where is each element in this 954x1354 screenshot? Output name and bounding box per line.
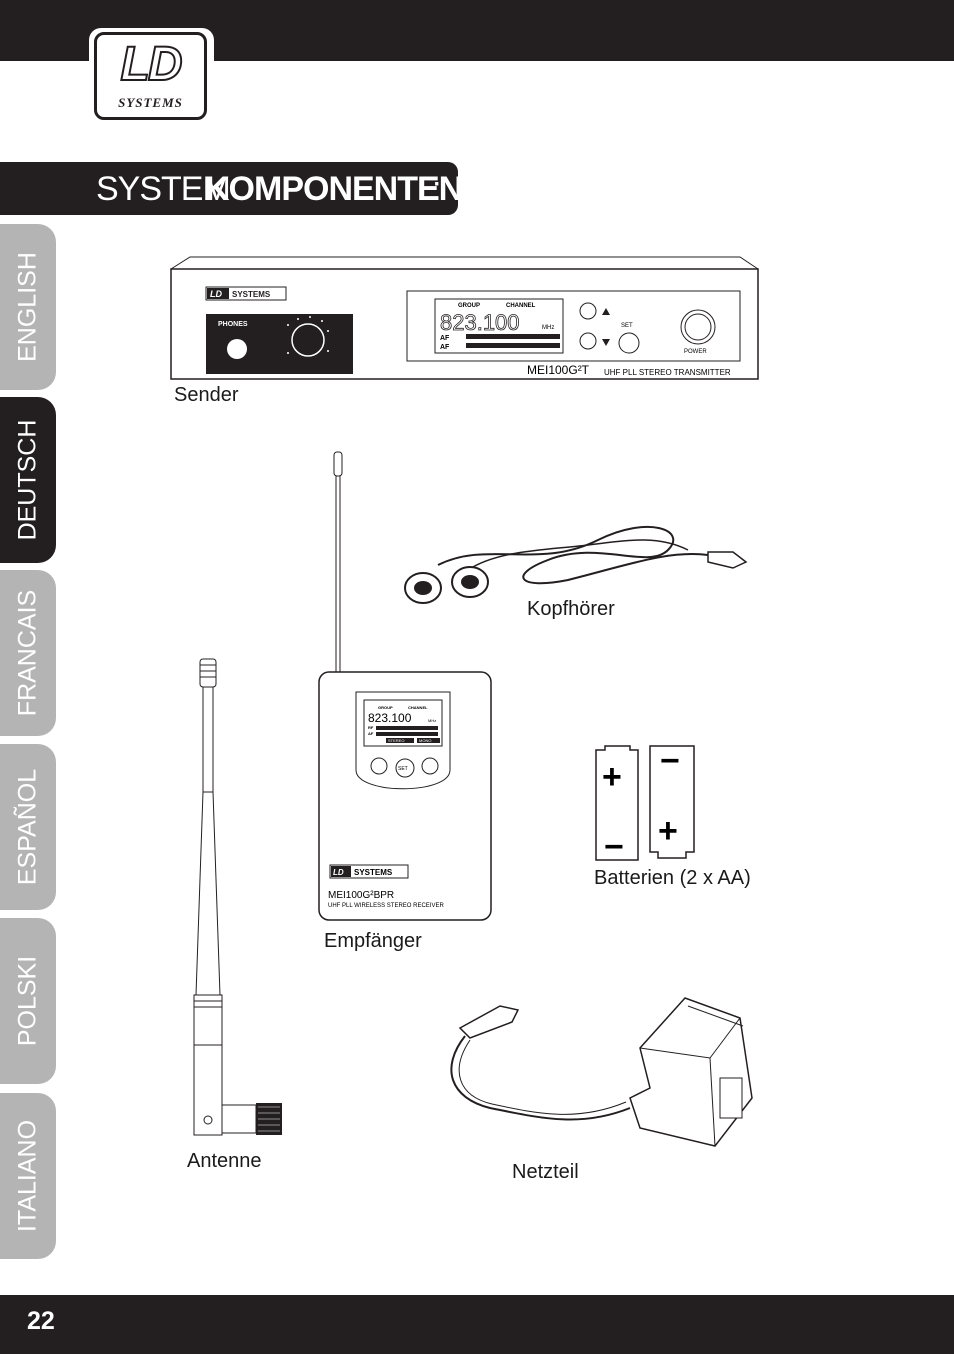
caption-kopfhoerer: Kopfhörer bbox=[527, 598, 615, 620]
rx-stereo-label: STEREO bbox=[388, 738, 404, 743]
batteries-illustration: + − − + bbox=[595, 742, 695, 864]
tab-label: POLSKI bbox=[13, 955, 42, 1047]
footer-bar: 22 bbox=[0, 1295, 954, 1354]
tab-deutsch[interactable]: DEUTSCH bbox=[0, 397, 56, 563]
caption-netzteil: Netzteil bbox=[512, 1161, 579, 1183]
caption-sender: Sender bbox=[174, 384, 239, 406]
heading-light: SYSTEM bbox=[96, 170, 231, 208]
tx-channel-label: CHANNEL bbox=[506, 303, 536, 309]
page-number: 22 bbox=[27, 1307, 55, 1335]
rx-af-label: AF bbox=[368, 731, 374, 736]
ld-systems-logo: LD SYSTEMS bbox=[89, 28, 214, 126]
rx-set-label: SET bbox=[398, 766, 408, 772]
headphones-illustration bbox=[404, 526, 748, 604]
tab-label: ITALIANO bbox=[13, 1119, 42, 1233]
tx-af-label-2: AF bbox=[440, 344, 450, 351]
heading-colon: : bbox=[432, 170, 442, 208]
tab-label: ESPAÑOL bbox=[13, 768, 42, 886]
battery-plus-1: + bbox=[602, 758, 622, 796]
logo-ld-text: LD bbox=[120, 38, 184, 92]
tab-espanol[interactable]: ESPAÑOL bbox=[0, 744, 56, 910]
tx-model-desc: UHF PLL STEREO TRANSMITTER bbox=[604, 368, 731, 377]
tx-group-label: GROUP bbox=[458, 303, 480, 309]
svg-text:LD: LD bbox=[333, 868, 344, 877]
caption-antenne: Antenne bbox=[187, 1150, 262, 1172]
rx-group-label: GROUP bbox=[378, 705, 393, 710]
tx-unit: MHz bbox=[542, 325, 554, 331]
tab-label: FRANCAIS bbox=[13, 589, 42, 717]
tx-frequency: 823.100 bbox=[440, 310, 520, 335]
tab-francais[interactable]: FRANCAIS bbox=[0, 570, 56, 736]
caption-empfaenger: Empfänger bbox=[324, 930, 422, 952]
transmitter-illustration: LD SYSTEMS PHONES GROUP CHANNEL 823.100 … bbox=[170, 256, 759, 380]
rx-channel-label: CHANNEL bbox=[408, 705, 428, 710]
power-supply-illustration bbox=[450, 997, 753, 1147]
rx-frequency: 823.100 bbox=[368, 711, 412, 725]
tx-power-label: POWER bbox=[684, 349, 707, 355]
antenna-illustration bbox=[193, 658, 282, 1136]
tab-label: ENGLISH bbox=[13, 252, 42, 362]
svg-text:SYSTEMS: SYSTEMS bbox=[354, 868, 393, 877]
tab-italiano[interactable]: ITALIANO bbox=[0, 1093, 56, 1259]
rx-mono-label: MONO bbox=[419, 738, 431, 743]
phones-label: PHONES bbox=[218, 321, 248, 328]
heading-bold: KOMPONENTEN bbox=[205, 170, 463, 208]
tab-english[interactable]: ENGLISH bbox=[0, 224, 56, 390]
battery-plus-2: + bbox=[658, 812, 678, 850]
logo-systems-text: SYSTEMS bbox=[118, 95, 183, 110]
receiver-illustration: GROUP CHANNEL 823.100 MHz RF AF STEREO M… bbox=[318, 451, 492, 921]
rx-model: MEI100G²BPR bbox=[328, 890, 394, 901]
tab-label: DEUTSCH bbox=[13, 419, 42, 541]
rx-unit: MHz bbox=[428, 718, 436, 723]
tab-polski[interactable]: POLSKI bbox=[0, 918, 56, 1084]
section-heading: SYSTEM KOMPONENTEN : bbox=[0, 162, 463, 215]
battery-minus-1: − bbox=[604, 828, 624, 864]
tx-model: MEI100G²T bbox=[527, 363, 590, 377]
tx-af-label: AF bbox=[440, 335, 450, 342]
svg-text:LD: LD bbox=[210, 289, 222, 299]
logo-frame: LD SYSTEMS bbox=[94, 32, 207, 120]
caption-batterien: Batterien (2 x AA) bbox=[594, 867, 751, 889]
tx-set-label: SET bbox=[621, 323, 633, 329]
battery-minus-2: − bbox=[660, 742, 680, 780]
rx-rf-label: RF bbox=[368, 725, 374, 730]
rx-model-desc: UHF PLL WIRELESS STEREO RECEIVER bbox=[328, 903, 444, 909]
transmitter-brand: SYSTEMS bbox=[232, 290, 271, 299]
